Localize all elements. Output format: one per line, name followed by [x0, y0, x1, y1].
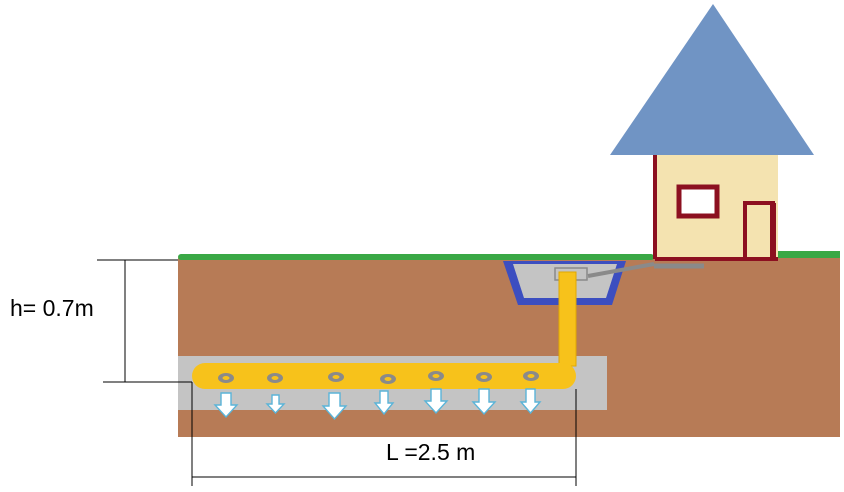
drain-hole-center [384, 377, 392, 381]
arrow-down-icon [213, 392, 239, 419]
house-roof [610, 4, 814, 155]
house-sewer-line [587, 262, 655, 278]
drain-hole-center [480, 375, 488, 379]
house-icon [610, 4, 814, 261]
arrow-down-icon [321, 392, 348, 421]
flow-arrows [213, 388, 542, 421]
drain-hole-center [222, 376, 230, 380]
drain-hole-center [332, 375, 340, 379]
drain-riser-pipe [558, 271, 577, 367]
arrow-down-icon [471, 388, 497, 416]
arrow-down-icon [265, 394, 286, 415]
drain-hole-centers [222, 374, 535, 381]
arrow-down-icon [373, 390, 395, 416]
depth-label: h= 0.7m [10, 295, 94, 321]
drain-hole-center [527, 374, 535, 378]
drain-hole-center [432, 374, 440, 378]
house-door [743, 201, 775, 261]
grass-line-left [178, 254, 654, 260]
arrow-down-icon [519, 388, 542, 415]
grass-line-right [776, 251, 840, 258]
drain-hole-center [271, 376, 279, 380]
arrow-down-icon [423, 388, 449, 415]
length-label: L =2.5 m [386, 439, 475, 465]
house-window [676, 184, 720, 219]
